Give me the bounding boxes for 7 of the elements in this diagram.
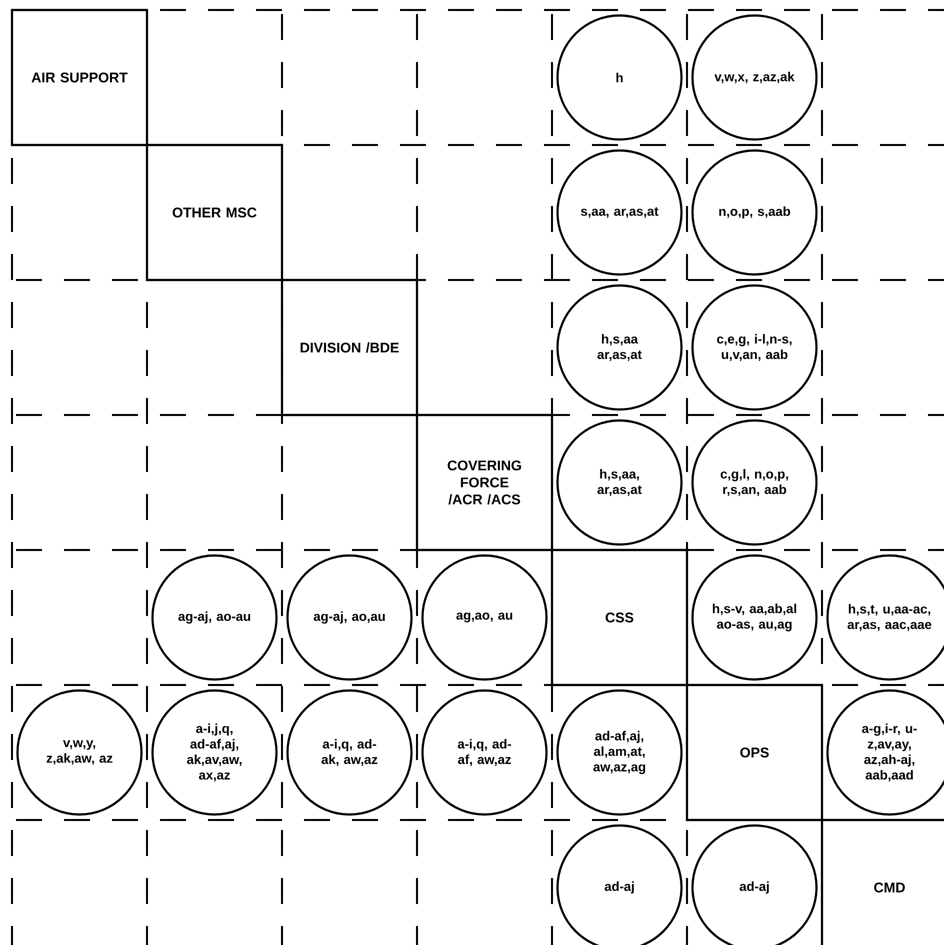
diagonal-box: CMD — [820, 818, 944, 945]
diagonal-box: OTHER MSC — [146, 144, 284, 282]
diagonal-box: COVERING FORCE /ACR /ACS — [416, 414, 554, 552]
diagonal-box: OPS — [686, 684, 824, 822]
diagonal-box: CSS — [550, 548, 688, 686]
diagonal-box: DIVISION /BDE — [280, 278, 418, 416]
diagonal-box: AIR SUPPORT — [10, 8, 148, 146]
